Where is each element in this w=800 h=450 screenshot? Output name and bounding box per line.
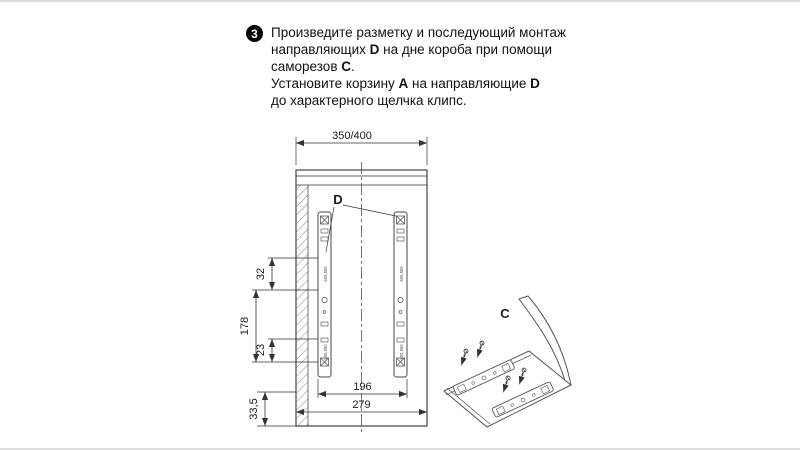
dim-279-label: 279 bbox=[352, 399, 370, 411]
dim-top-width-label: 350/400 bbox=[332, 130, 372, 142]
screw-icon bbox=[475, 340, 484, 357]
instruction-block: 3 Произведите разметку и последующий мон… bbox=[246, 24, 566, 109]
rail-label: D bbox=[333, 192, 342, 207]
instruction-line-1: Произведите разметку и последующий монта… bbox=[271, 25, 566, 40]
ref-rail-letter-2: D bbox=[530, 76, 540, 91]
instruction-line-4: Установите корзину A на направляющие D bbox=[271, 76, 540, 91]
detail-rail-1 bbox=[452, 359, 515, 396]
dim-32-label: 32 bbox=[255, 268, 267, 280]
dimension-top-width: 350/400 bbox=[295, 130, 428, 165]
dim-23-label: 23 bbox=[255, 344, 267, 356]
dimension-rail-spacing-196: 196 bbox=[317, 379, 408, 398]
ref-basket-letter: A bbox=[398, 76, 409, 91]
dimension-offset-32: 32 bbox=[252, 257, 318, 291]
ref-screw-letter: C bbox=[341, 59, 351, 74]
instruction-text: Произведите разметку и последующий монта… bbox=[271, 24, 566, 109]
dim-196-label: 196 bbox=[353, 381, 371, 393]
dim-33-5-label: 33,5 bbox=[248, 398, 260, 419]
instruction-line-3: саморезов C. bbox=[271, 59, 355, 74]
section-hatch bbox=[296, 185, 308, 426]
right-rail bbox=[393, 211, 408, 378]
technical-drawing: 500,500 500,500 bbox=[239, 130, 572, 435]
step-number: 3 bbox=[251, 26, 258, 41]
dimension-overall-279: 279 bbox=[296, 399, 427, 416]
dimension-offset-23: 23 bbox=[252, 338, 318, 363]
instruction-line-5: до характерного щелчка клипс. bbox=[271, 93, 467, 108]
instruction-line-2: направляющих D на дне короба при помощи bbox=[271, 42, 553, 57]
step-number-badge: 3 bbox=[246, 25, 263, 42]
screw-label: C bbox=[500, 306, 510, 321]
dimension-offset-178: 178 bbox=[239, 290, 260, 362]
dim-178-label: 178 bbox=[239, 317, 251, 335]
detail-drawing: C bbox=[443, 295, 572, 428]
detail-rail-2 bbox=[491, 381, 554, 418]
cabinet-drawing: 350/400 D bbox=[239, 130, 428, 435]
dimension-offset-33-5: 33,5 bbox=[248, 391, 296, 427]
rail-label-group: D bbox=[325, 192, 397, 253]
ref-rail-letter: D bbox=[369, 42, 380, 57]
screw-icon bbox=[459, 348, 468, 365]
